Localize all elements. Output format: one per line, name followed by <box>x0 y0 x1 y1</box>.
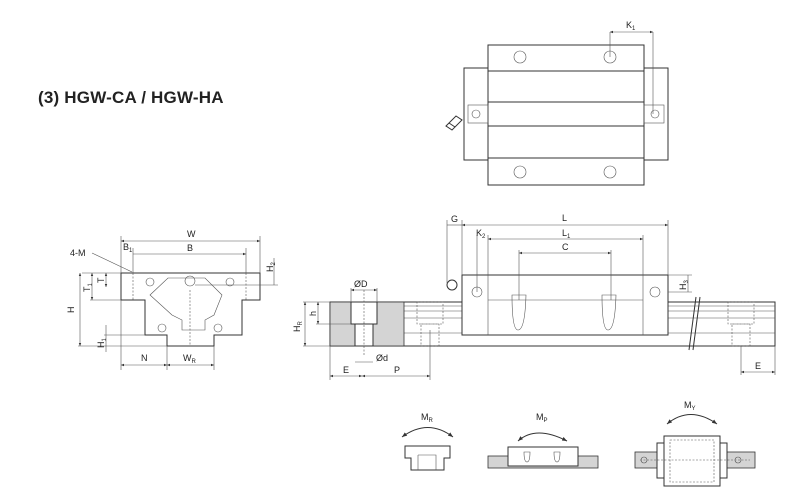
dim-h: H <box>66 307 76 314</box>
page-title: (3) HGW-CA / HGW-HA <box>38 88 224 107</box>
dim-h2: H2 <box>265 262 277 273</box>
grease-nipple-icon <box>445 115 463 131</box>
moment-my: MY <box>634 400 756 487</box>
side-view: G L K2 L1 C H3 ØD HR h Ød E P E <box>292 213 776 380</box>
moment-mp: MP <box>487 412 599 469</box>
dim-b1: B1 <box>123 242 133 254</box>
dim-g: G <box>451 214 458 224</box>
dim-od-small: Ød <box>376 353 388 363</box>
dim-od: ØD <box>354 279 368 289</box>
dim-k2: K2 <box>476 228 486 240</box>
dim-l1: L1 <box>562 228 571 240</box>
front-view: W B1 B 4-M H T1 T H1 H2 N WR <box>66 229 278 370</box>
label-4m: 4-M <box>70 248 86 258</box>
dim-p: P <box>394 365 400 375</box>
dim-n: N <box>141 353 148 363</box>
label-my: MY <box>684 400 696 412</box>
dim-h3: H3 <box>678 280 690 291</box>
dim-hr: HR <box>292 321 304 333</box>
dim-l: L <box>562 213 567 223</box>
moment-mr: MR <box>401 412 454 471</box>
dim-c: C <box>562 242 569 252</box>
label-mp: MP <box>536 412 548 424</box>
dim-h-small: h <box>308 311 318 316</box>
label-mr: MR <box>421 412 434 424</box>
dim-t1: T1 <box>82 283 94 293</box>
dim-e-right: E <box>755 361 761 371</box>
dim-h1: H1 <box>96 338 108 349</box>
dim-t: T <box>96 277 106 283</box>
dim-wr: WR <box>183 353 197 365</box>
dim-e: E <box>343 365 349 375</box>
grease-nipple-icon <box>446 279 458 291</box>
top-view: K1 <box>445 20 669 186</box>
dim-w: W <box>187 229 196 239</box>
dim-k1: K1 <box>626 20 636 32</box>
dim-b: B <box>187 243 193 253</box>
